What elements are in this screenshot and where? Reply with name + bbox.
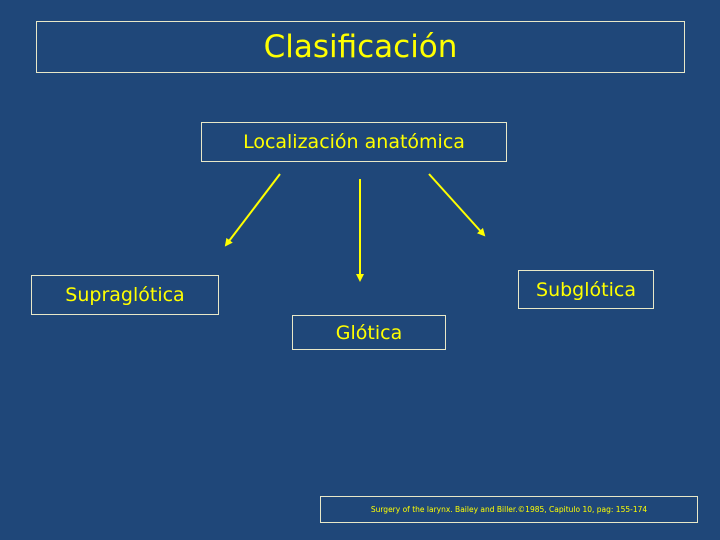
arrow-to-subglotica <box>428 173 486 237</box>
root-node-label: Localización anatómica <box>243 131 465 153</box>
node-supraglotica-label: Supraglótica <box>65 284 185 306</box>
reference-text: Surgery of the larynx. Bailey and Biller… <box>370 505 648 514</box>
node-subglotica: Subglótica <box>518 270 654 309</box>
slide-title: Clasificación <box>263 29 458 65</box>
node-supraglotica: Supraglótica <box>31 275 219 315</box>
reference-box: Surgery of the larynx. Bailey and Biller… <box>320 496 698 523</box>
node-glotica: Glótica <box>292 315 446 350</box>
arrow-to-supraglotica <box>224 173 281 247</box>
node-subglotica-label: Subglótica <box>536 278 636 301</box>
node-glotica-label: Glótica <box>335 321 403 344</box>
title-box: Clasificación <box>36 21 685 73</box>
root-node: Localización anatómica <box>201 122 507 162</box>
